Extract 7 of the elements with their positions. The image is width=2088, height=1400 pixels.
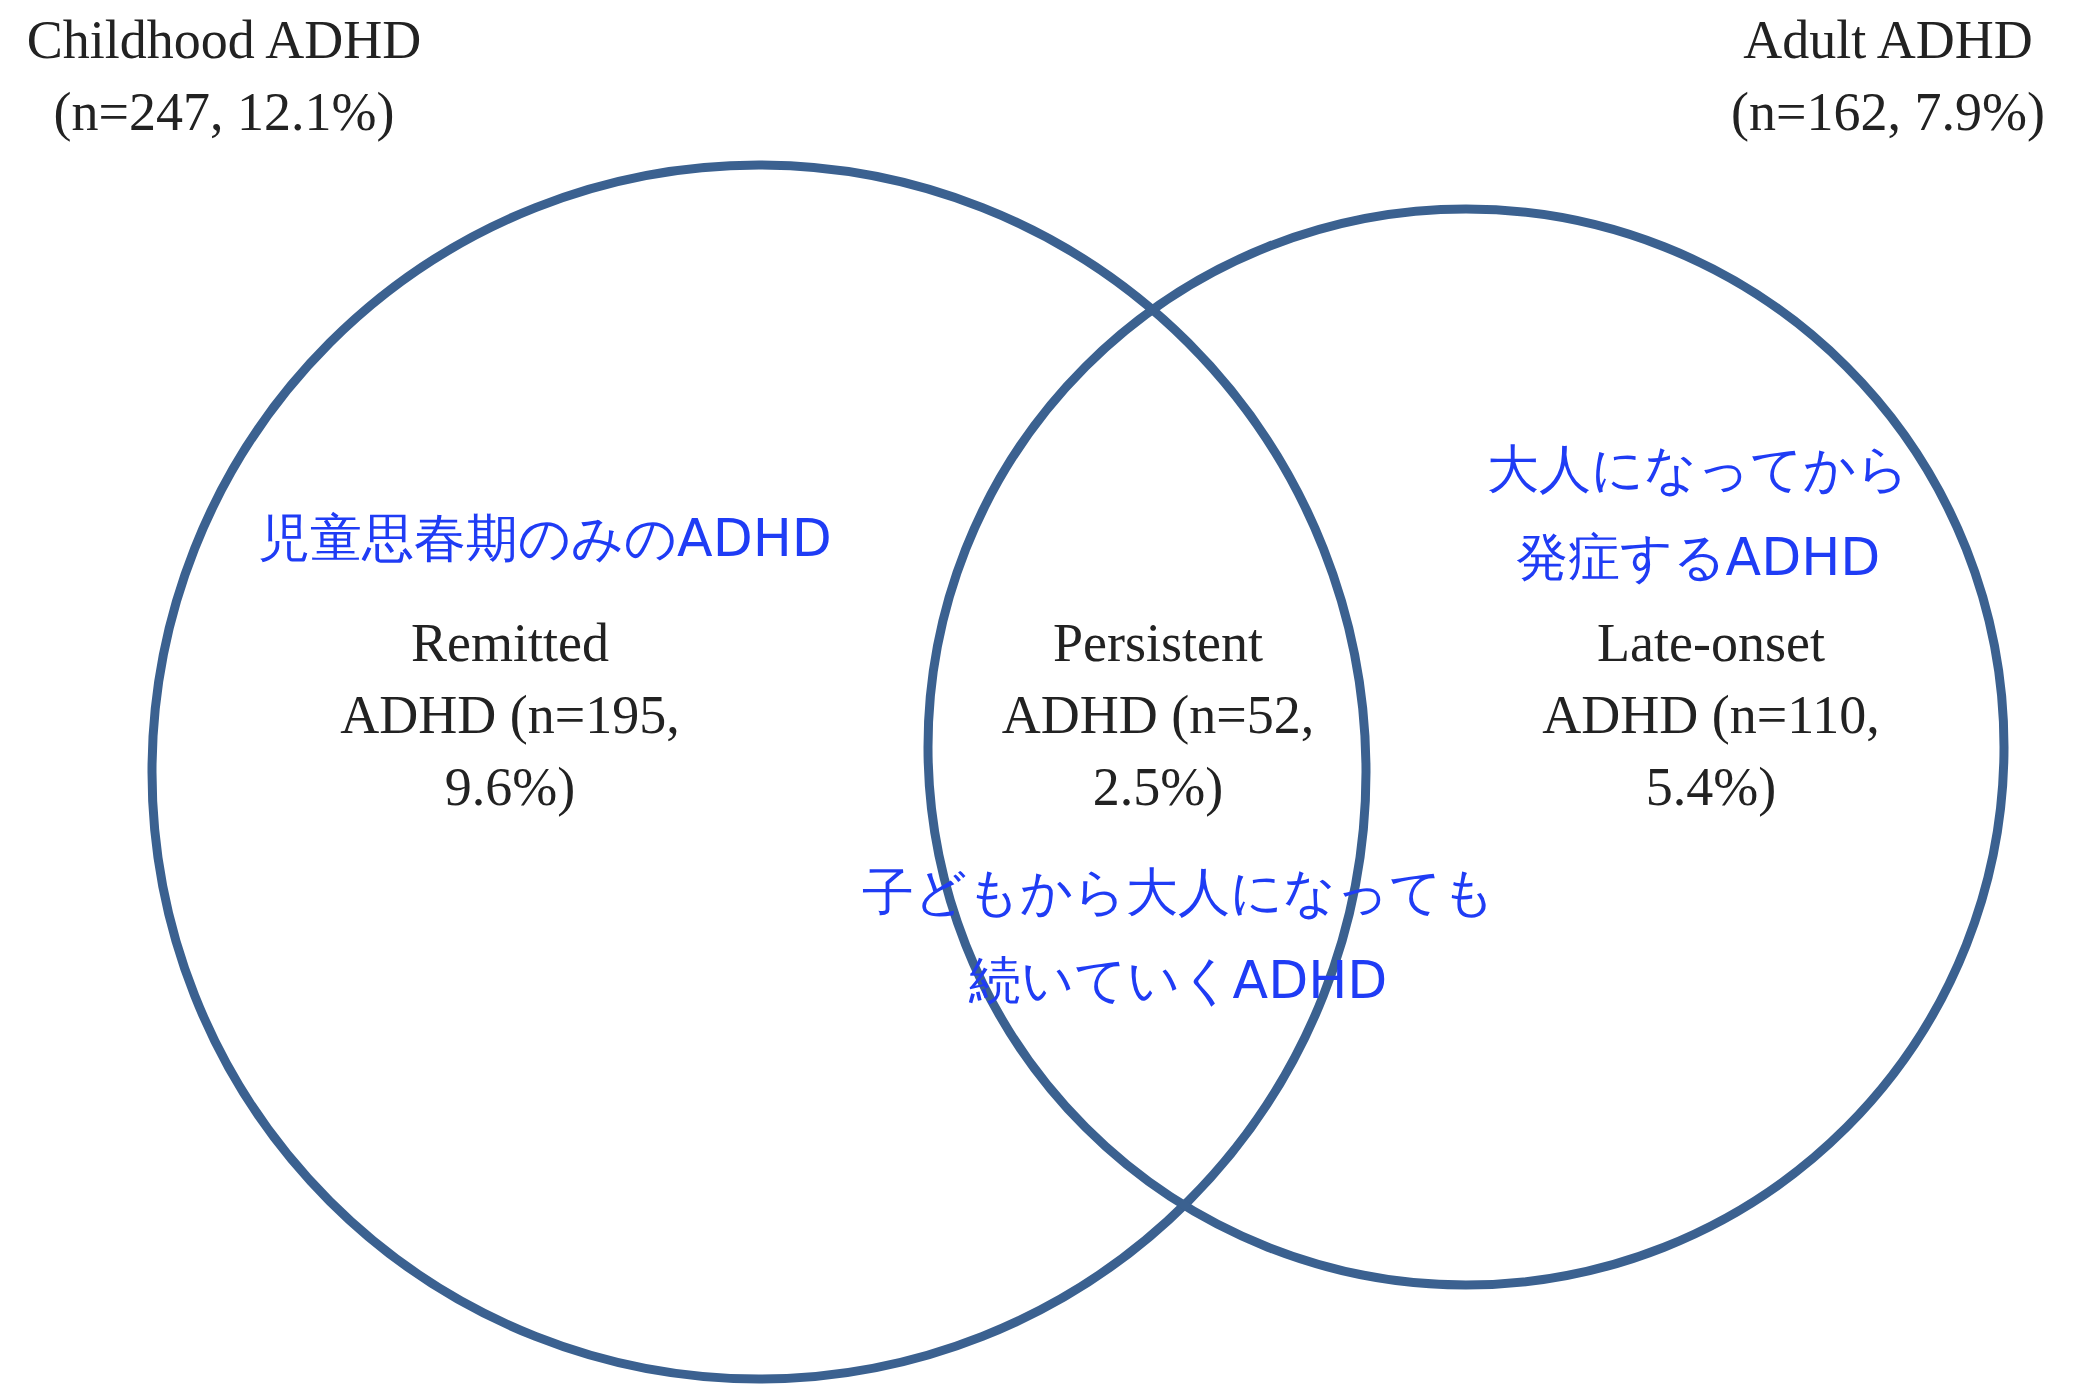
region-label: Persistent ADHD (n=52, 2.5%) [1000, 612, 1316, 819]
set-label: Childhood ADHD (n=247, 12.1%) [25, 9, 423, 144]
set-label: Adult ADHD (n=162, 7.9%) [1730, 9, 2046, 144]
region-label: Late-onset ADHD (n=110, 5.4%) [1541, 612, 1881, 819]
region-label: Remitted ADHD (n=195, 9.6%) [339, 612, 681, 819]
annotation-text: 児童思春期のみのADHD [257, 507, 833, 570]
annotation-text: 大人になってから発症するADHD [1486, 438, 1910, 589]
